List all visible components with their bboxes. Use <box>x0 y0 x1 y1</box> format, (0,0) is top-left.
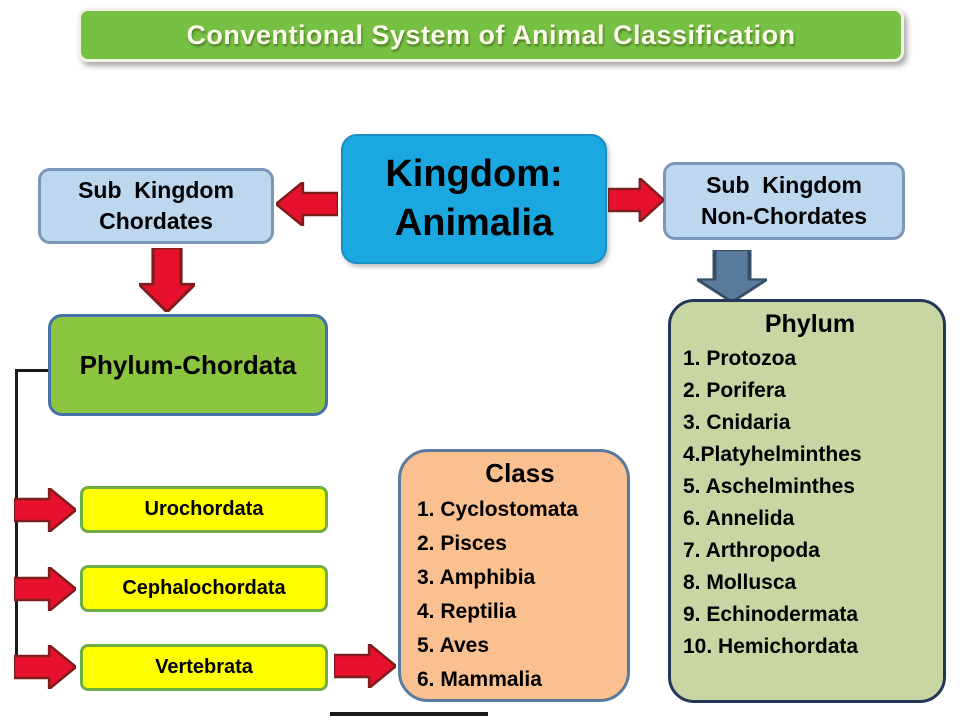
class-item: 6. Mammalia <box>417 668 542 691</box>
cephalochordata-label: Cephalochordata <box>122 577 286 599</box>
vertebrata-box: Vertebrata <box>80 644 328 691</box>
class-panel: Class 1. Cyclostomata 2. Pisces 3. Amphi… <box>398 449 630 702</box>
class-item: 5. Aves <box>417 634 489 657</box>
class-item: 3. Amphibia <box>417 566 536 589</box>
class-item: 1. Cyclostomata <box>417 498 579 521</box>
sub-kingdom-non-chordates-line1: Sub Kingdom <box>706 171 862 198</box>
vertebrata-label: Vertebrata <box>155 656 253 678</box>
class-item: 2. Pisces <box>417 532 507 555</box>
phylum-item: 10. Hemichordata <box>683 635 859 658</box>
phylum-item: 7. Arthropoda <box>683 539 820 562</box>
arrow-kingdom-to-chordates-icon <box>276 182 338 226</box>
connector-horizontal-line <box>15 369 48 372</box>
phylum-item: 4.Platyhelminthes <box>683 443 862 466</box>
urochordata-label: Urochordata <box>144 498 264 520</box>
phylum-item: 2. Porifera <box>683 379 786 402</box>
bottom-line <box>330 712 488 716</box>
phylum-item: 8. Mollusca <box>683 571 797 594</box>
class-heading: Class <box>485 458 555 488</box>
phylum-item: 9. Echinodermata <box>683 603 859 626</box>
phylum-item: 1. Protozoa <box>683 347 797 370</box>
arrow-to-urochordata-icon <box>14 488 76 532</box>
kingdom-line2: Animalia <box>394 202 554 244</box>
cephalochordata-box: Cephalochordata <box>80 565 328 612</box>
phylum-item: 5. Aschelminthes <box>683 475 855 498</box>
arrow-to-vertebrata-icon <box>14 645 76 689</box>
arrow-vertebrata-to-class-icon <box>334 644 396 688</box>
arrow-non-chordates-to-phylum-list-icon <box>697 250 767 302</box>
phylum-chordata-box: Phylum-Chordata <box>48 314 328 416</box>
sub-kingdom-chordates-line1: Sub Kingdom <box>78 176 234 203</box>
arrow-kingdom-to-non-chordates-icon <box>608 178 664 222</box>
arrow-chordates-to-phylum-chordata-icon <box>139 248 195 312</box>
arrow-to-cephalochordata-icon <box>14 567 76 611</box>
kingdom-box: Kingdom: Animalia <box>341 134 607 264</box>
urochordata-box: Urochordata <box>80 486 328 533</box>
phylum-panel: Phylum 1. Protozoa 2. Porifera 3. Cnidar… <box>668 299 946 703</box>
phylum-chordata-label: Phylum-Chordata <box>79 349 297 380</box>
kingdom-line1: Kingdom: <box>385 152 563 195</box>
sub-kingdom-non-chordates-box: Sub Kingdom Non-Chordates <box>663 162 905 240</box>
phylum-heading: Phylum <box>764 310 856 338</box>
sub-kingdom-chordates-box: Sub Kingdom Chordates <box>38 168 274 244</box>
phylum-item: 6. Annelida <box>683 507 795 530</box>
class-item: 4. Reptilia <box>417 600 517 623</box>
phylum-item: 3. Cnidaria <box>683 411 791 434</box>
sub-kingdom-chordates-line2: Chordates <box>99 208 213 234</box>
sub-kingdom-non-chordates-line2: Non-Chordates <box>700 203 868 229</box>
title-text: Conventional System of Animal Classifica… <box>186 19 796 50</box>
title-banner: Conventional System of Animal Classifica… <box>78 8 904 62</box>
